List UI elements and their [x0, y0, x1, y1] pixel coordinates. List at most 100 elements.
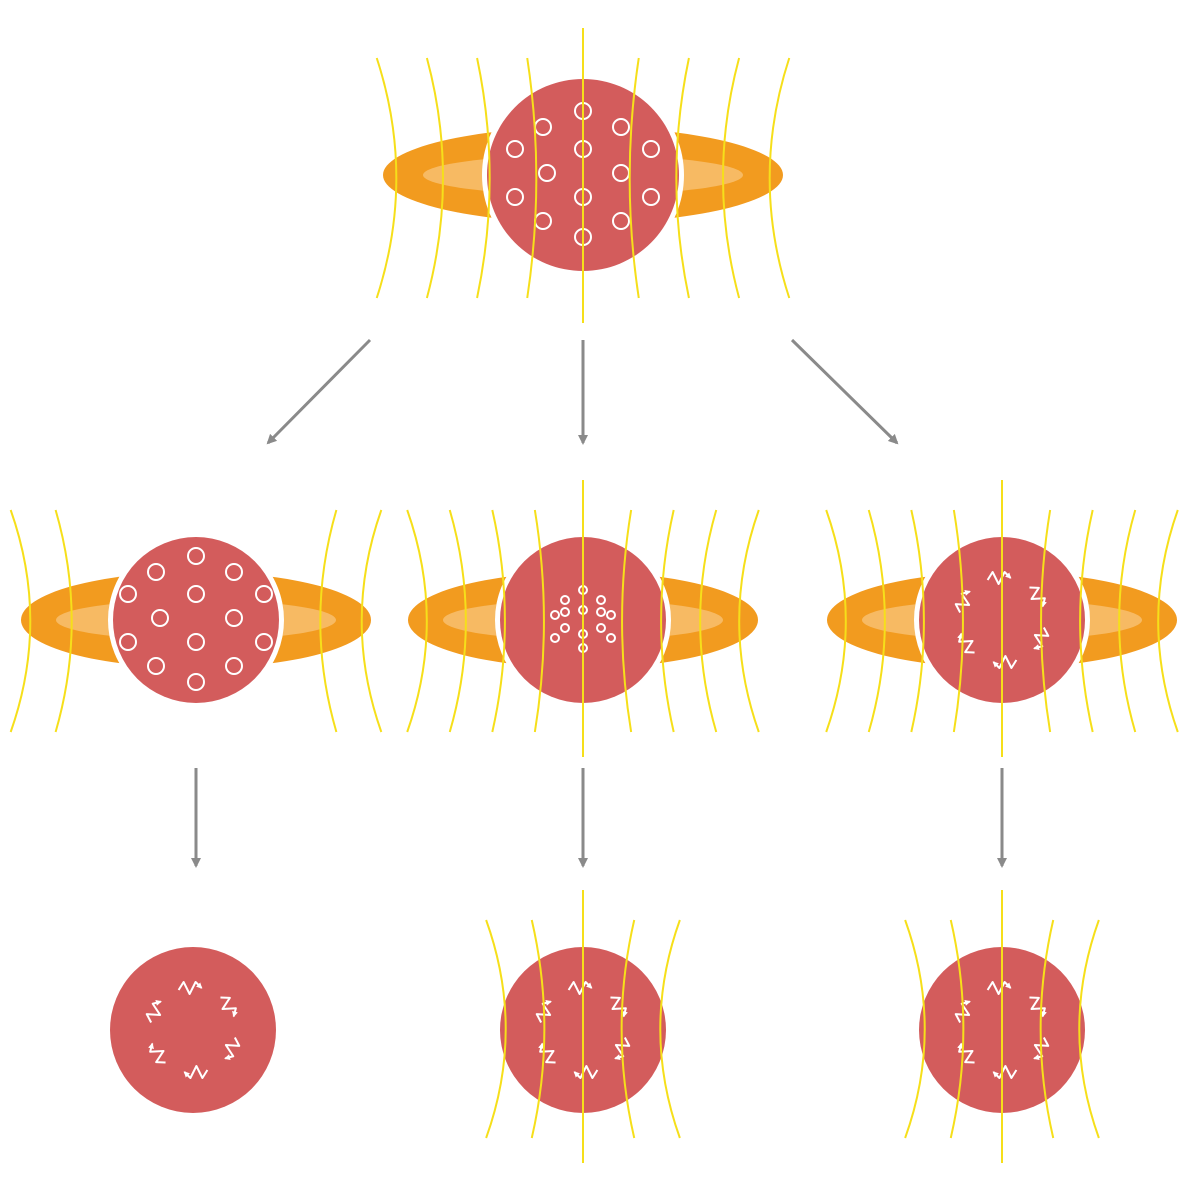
squiggle-arrow [1033, 627, 1050, 651]
field-line [476, 57, 491, 299]
hole-mark [596, 595, 606, 605]
squiggle-arrow [610, 996, 628, 1018]
squiggle-arrow [957, 1042, 975, 1064]
field-line [768, 57, 791, 299]
hole-mark [225, 609, 243, 627]
field-line [1078, 919, 1100, 1139]
field-line [825, 509, 847, 733]
field-line [54, 509, 73, 733]
squiggle-arrow [992, 1065, 1018, 1079]
hole-mark [612, 118, 630, 136]
field-line [738, 509, 760, 733]
field-line [660, 509, 675, 733]
field-line [699, 509, 718, 733]
hole-mark [151, 609, 169, 627]
field-line [1039, 919, 1055, 1139]
field-line [485, 919, 507, 1139]
squiggle-arrow [992, 655, 1018, 669]
hole-mark [596, 623, 606, 633]
hole-mark [606, 633, 616, 643]
field-line [491, 509, 506, 733]
hole-mark [147, 657, 165, 675]
hole-mark [187, 585, 205, 603]
node-mid-left [9, 509, 383, 733]
hole-mark [187, 633, 205, 651]
node-bottom-center [485, 890, 681, 1163]
node-bottom-right [904, 890, 1100, 1163]
field-line [904, 919, 926, 1139]
squiggle-arrow [1029, 586, 1047, 608]
field-line [1079, 509, 1094, 733]
squiggle-arrow [986, 571, 1012, 585]
squiggle-arrow [1033, 1037, 1050, 1061]
squiggle-arrow [567, 981, 593, 995]
hole-mark [225, 563, 243, 581]
squiggle-arrow [954, 589, 971, 613]
hole-mark [550, 633, 560, 643]
hole-mark [187, 673, 205, 691]
arrow-top-to-mid-right [790, 338, 899, 445]
field-line [533, 509, 545, 733]
field-line [1040, 509, 1052, 733]
squiggle-arrow [224, 1037, 241, 1061]
sphere [113, 537, 279, 703]
field-line [319, 509, 338, 733]
transition-arrows [191, 338, 1007, 868]
hole-mark [187, 547, 205, 565]
hole-mark [225, 657, 243, 675]
squiggle-arrow [535, 999, 552, 1023]
squiggle-arrow [614, 1037, 631, 1061]
node-top [375, 28, 791, 323]
field-line [620, 919, 636, 1139]
squiggle-arrow [145, 999, 162, 1023]
node-mid-right [825, 480, 1179, 757]
sphere [110, 947, 276, 1113]
field-line [9, 509, 32, 733]
hole-mark [119, 585, 137, 603]
hole-mark [147, 563, 165, 581]
field-line [621, 509, 633, 733]
hole-mark [560, 623, 570, 633]
field-line [526, 57, 538, 299]
hole-mark [506, 188, 524, 206]
hole-mark [255, 585, 273, 603]
squiggle-arrow [1029, 996, 1047, 1018]
field-line [910, 509, 925, 733]
field-line [675, 57, 690, 299]
field-line [425, 57, 444, 299]
hole-mark [642, 188, 660, 206]
hole-mark [606, 610, 616, 620]
hole-mark [255, 633, 273, 651]
field-line [1157, 509, 1179, 733]
field-line [628, 57, 640, 299]
hole-mark [119, 633, 137, 651]
field-line [867, 509, 886, 733]
field-line [375, 57, 398, 299]
hole-mark [560, 595, 570, 605]
squiggle-arrow [986, 981, 1012, 995]
squiggle-arrow [573, 1065, 599, 1079]
squiggle-arrow [177, 981, 203, 995]
hole-mark [612, 212, 630, 230]
hole-mark [642, 140, 660, 158]
squiggle-arrow [220, 996, 238, 1018]
squiggle-arrow [954, 999, 971, 1023]
hole-mark [560, 607, 570, 617]
field-line [406, 509, 428, 733]
squiggle-arrow [183, 1065, 209, 1079]
node-mid-center [406, 480, 760, 757]
squiggle-arrow [148, 1042, 166, 1064]
field-line [722, 57, 741, 299]
field-line [952, 509, 964, 733]
field-line [949, 919, 965, 1139]
hole-mark [538, 164, 556, 182]
field-line [1118, 509, 1137, 733]
field-line [360, 509, 383, 733]
squiggle-arrow [957, 632, 975, 654]
node-bottom-left [110, 947, 276, 1113]
hole-mark [550, 610, 560, 620]
state-nodes [9, 28, 1179, 1163]
field-line [448, 509, 467, 733]
hole-mark [596, 607, 606, 617]
